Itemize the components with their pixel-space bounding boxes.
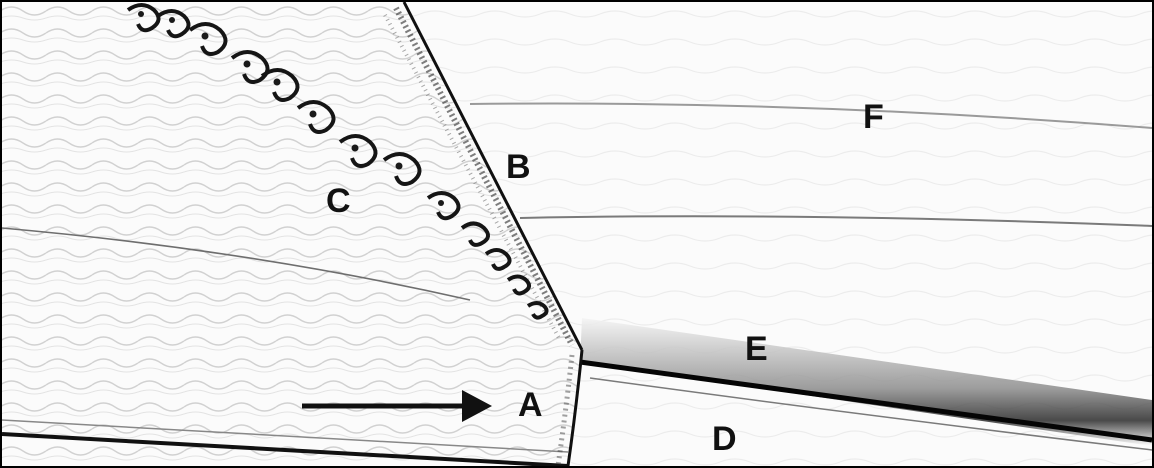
label-f: F bbox=[863, 98, 884, 136]
label-d: D bbox=[712, 420, 737, 458]
label-b: B bbox=[506, 148, 531, 186]
label-c: C bbox=[326, 182, 351, 220]
label-e: E bbox=[745, 330, 768, 368]
label-a: A bbox=[518, 386, 543, 424]
